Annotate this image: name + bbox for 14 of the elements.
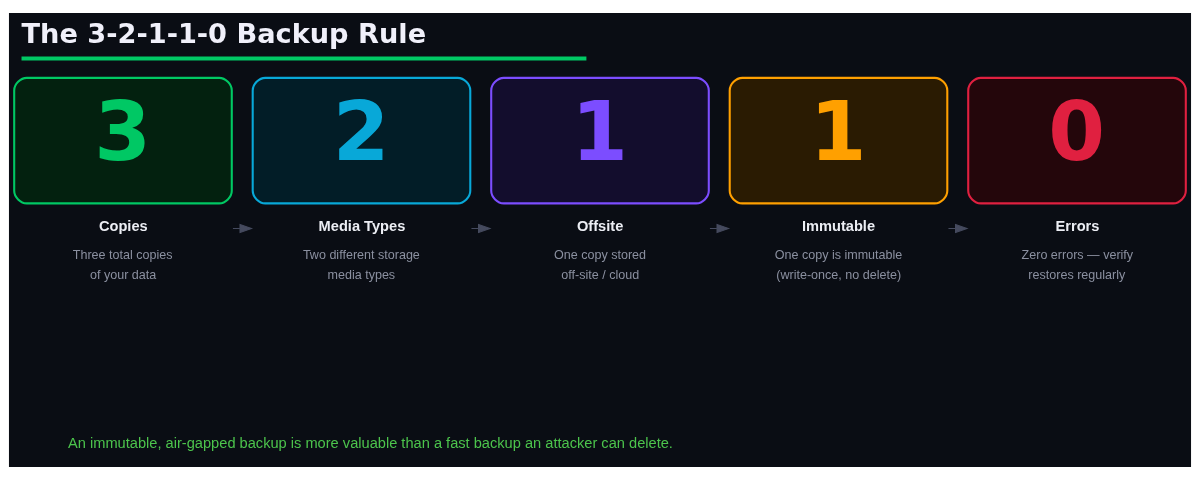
node-label: One copy is immutable (write-once, no delete) bbox=[774, 248, 903, 283]
node-label: Zero errors — verify restores regularly bbox=[1021, 248, 1134, 283]
node-label: Copies bbox=[98, 217, 148, 234]
node-label: One copy stored off-site / cloud bbox=[553, 248, 647, 283]
label: An immutable, air-gapped backup is more valuable than a fast backup an attacker can delete. bbox=[68, 434, 673, 451]
arrow bbox=[470, 223, 492, 234]
node-label: Errors bbox=[1055, 217, 1100, 234]
node-label: Two different storage media types bbox=[302, 248, 420, 283]
node-label: Immutable bbox=[801, 217, 876, 234]
node-label: Media Types bbox=[318, 217, 406, 234]
arrow bbox=[947, 223, 969, 234]
diagram-title: The 3-2-1-1-0 Backup Rule bbox=[21, 17, 427, 49]
node-label: Offsite bbox=[576, 217, 624, 234]
node-label: Three total copies of your data bbox=[72, 248, 173, 283]
